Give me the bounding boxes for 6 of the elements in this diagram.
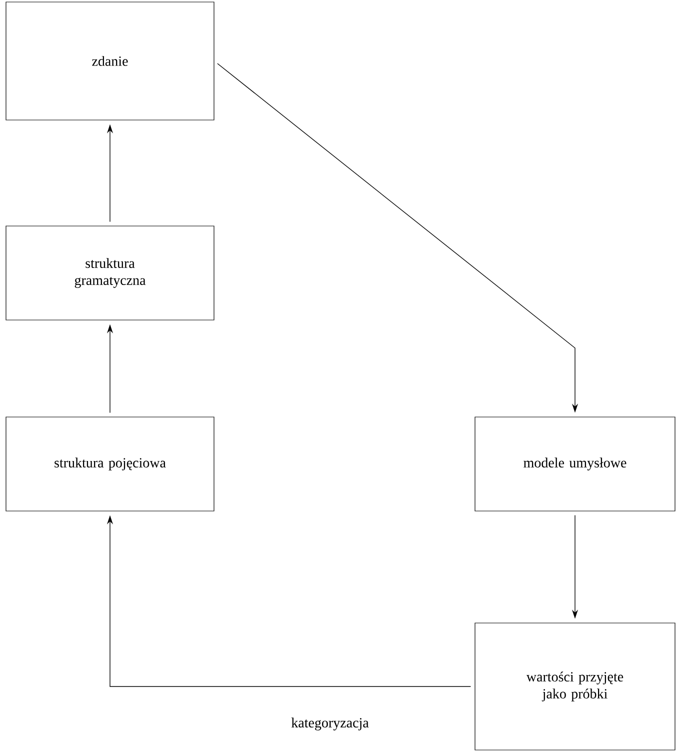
process-box: struktura pojęciowa — [6, 416, 214, 512]
edge-label: kategoryzacja — [289, 716, 371, 732]
process-box: wartości przyjęte jako próbki — [474, 622, 676, 750]
process-box: zdanie — [6, 2, 214, 120]
process-box: struktura gramatyczna — [6, 226, 214, 320]
process-box: modele umysłowe — [474, 416, 676, 512]
